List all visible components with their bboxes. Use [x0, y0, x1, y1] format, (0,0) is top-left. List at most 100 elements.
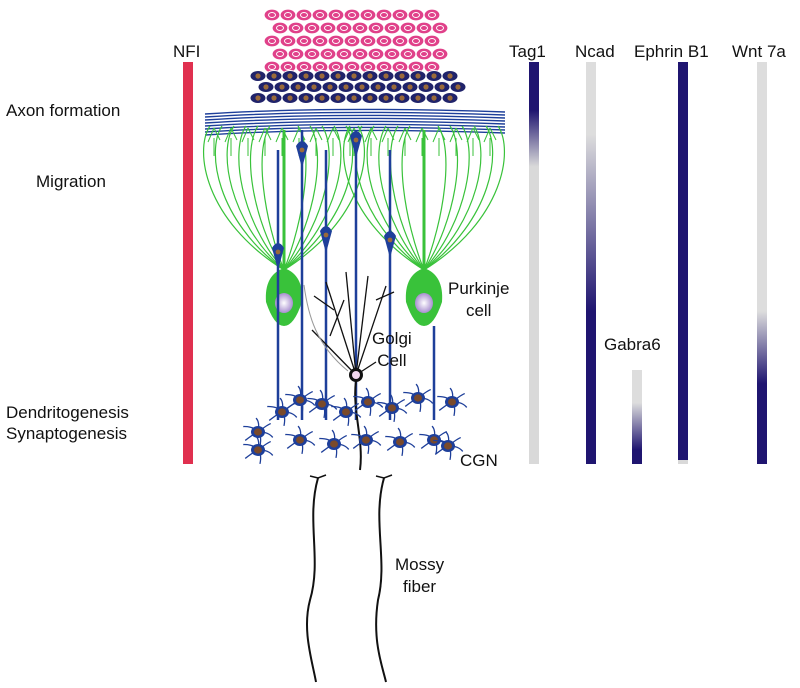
premigratory-nucleus: [263, 84, 269, 90]
premigratory-nucleus: [351, 73, 357, 79]
precursor-cell: [431, 21, 449, 35]
purkinje-branch: [364, 127, 378, 156]
premigratory-nucleus: [255, 95, 261, 101]
precursor-cell: [375, 8, 393, 22]
purkinje-branch: [224, 127, 238, 156]
precursor-nucleus: [380, 38, 388, 44]
premigratory-nucleus: [367, 73, 373, 79]
precursor-nucleus: [412, 64, 420, 70]
migrating-cell-nucleus: [323, 232, 329, 238]
cgn-nucleus: [342, 408, 350, 416]
precursor-nucleus: [300, 64, 308, 70]
purkinje-dendrite: [283, 125, 354, 271]
precursor-nucleus: [324, 25, 332, 31]
purkinje-dendrite: [283, 125, 319, 271]
migrating-cell-nucleus: [299, 147, 305, 153]
precursor-nucleus: [324, 51, 332, 57]
precursor-cell: [327, 34, 345, 48]
marker-label-wnt7a: Wnt 7a: [732, 42, 786, 61]
premigratory-nucleus: [271, 73, 277, 79]
purkinje-branch: [381, 127, 395, 156]
precursor-cell: [271, 21, 289, 35]
precursor-nucleus: [276, 25, 284, 31]
purkinje-branch: [207, 127, 221, 156]
gabra6-expression-bar: [632, 370, 642, 464]
precursor-cell: [279, 8, 297, 22]
ephrin-b1-expression-bar: [678, 62, 688, 462]
premigratory-nucleus: [351, 95, 357, 101]
mossy-label-line1: Mossy: [395, 555, 445, 574]
cgn-nucleus: [414, 394, 422, 402]
precursor-cell: [391, 8, 409, 22]
wnt7a-expression-bar: [757, 62, 767, 464]
purkinje-dendrite: [423, 125, 459, 271]
parallel-fiber: [204, 123, 506, 130]
premigratory-nucleus: [295, 84, 301, 90]
purkinje-dendrite: [423, 125, 447, 271]
precursor-cell: [383, 21, 401, 35]
cgn-nucleus: [444, 442, 452, 450]
golgi-label-line2: Cell: [377, 350, 407, 370]
premigratory-granule-cells: [249, 70, 467, 104]
parallel-fiber: [204, 129, 506, 136]
nfi-expression-bar: [183, 62, 193, 464]
premigratory-nucleus: [367, 95, 373, 101]
precursor-nucleus: [284, 12, 292, 18]
golgi-cell-label: Golgi Cell: [372, 329, 412, 370]
precursor-nucleus: [396, 12, 404, 18]
stage-label-synaptogenesis: Synaptogenesis: [6, 424, 127, 443]
precursor-cell: [383, 47, 401, 61]
precursor-cell: [423, 34, 441, 48]
premigratory-nucleus: [415, 73, 421, 79]
premigratory-nucleus: [335, 73, 341, 79]
cgn-nucleus: [254, 446, 262, 454]
mossy-label-line2: fiber: [403, 576, 437, 596]
mossy-rosettes: [309, 474, 393, 479]
cgn-nucleus: [318, 400, 326, 408]
cgn-label: CGN: [460, 451, 498, 470]
golgi-cell: [303, 271, 395, 471]
precursor-nucleus: [372, 51, 380, 57]
premigratory-nucleus: [399, 73, 405, 79]
cgn-nucleus: [254, 428, 262, 436]
premigratory-nucleus: [439, 84, 445, 90]
purkinje-branch: [326, 127, 340, 156]
precursor-nucleus: [332, 38, 340, 44]
premigratory-nucleus: [431, 73, 437, 79]
precursor-nucleus: [388, 51, 396, 57]
precursor-nucleus: [348, 12, 356, 18]
mossy-fiber-left: [306, 477, 319, 683]
purkinje-dendrite: [389, 125, 425, 271]
mossy-fiber-right: [375, 477, 387, 683]
premigratory-nucleus: [431, 95, 437, 101]
parallel-fibers: [204, 108, 506, 136]
precursor-nucleus: [428, 64, 436, 70]
premigratory-nucleus: [335, 95, 341, 101]
precursor-nucleus: [348, 64, 356, 70]
mossy-fiber-label: Mossy fiber: [395, 555, 444, 596]
premigratory-nucleus: [287, 73, 293, 79]
purkinje-branch: [415, 127, 429, 156]
precursor-nucleus: [348, 38, 356, 44]
golgi-dendrite: [355, 285, 387, 376]
premigratory-nucleus: [399, 95, 405, 101]
precursor-nucleus: [404, 25, 412, 31]
purkinje-branch: [483, 127, 497, 156]
golgi-dendrite: [325, 281, 357, 376]
purkinje-nucleus: [415, 293, 433, 313]
migrating-cell-nucleus: [387, 237, 393, 243]
precursor-cell: [287, 21, 305, 35]
migrating-cell-body: [296, 141, 308, 168]
external-granular-layer-precursors: [263, 8, 449, 74]
precursor-nucleus: [404, 51, 412, 57]
precursor-nucleus: [308, 25, 316, 31]
premigratory-nucleus: [359, 84, 365, 90]
precursor-nucleus: [300, 38, 308, 44]
purkinje-dendrite: [343, 125, 425, 271]
precursor-cell: [375, 34, 393, 48]
premigratory-nucleus: [383, 73, 389, 79]
precursor-nucleus: [364, 38, 372, 44]
marker-label-gabra6: Gabra6: [604, 335, 661, 354]
precursor-nucleus: [428, 12, 436, 18]
